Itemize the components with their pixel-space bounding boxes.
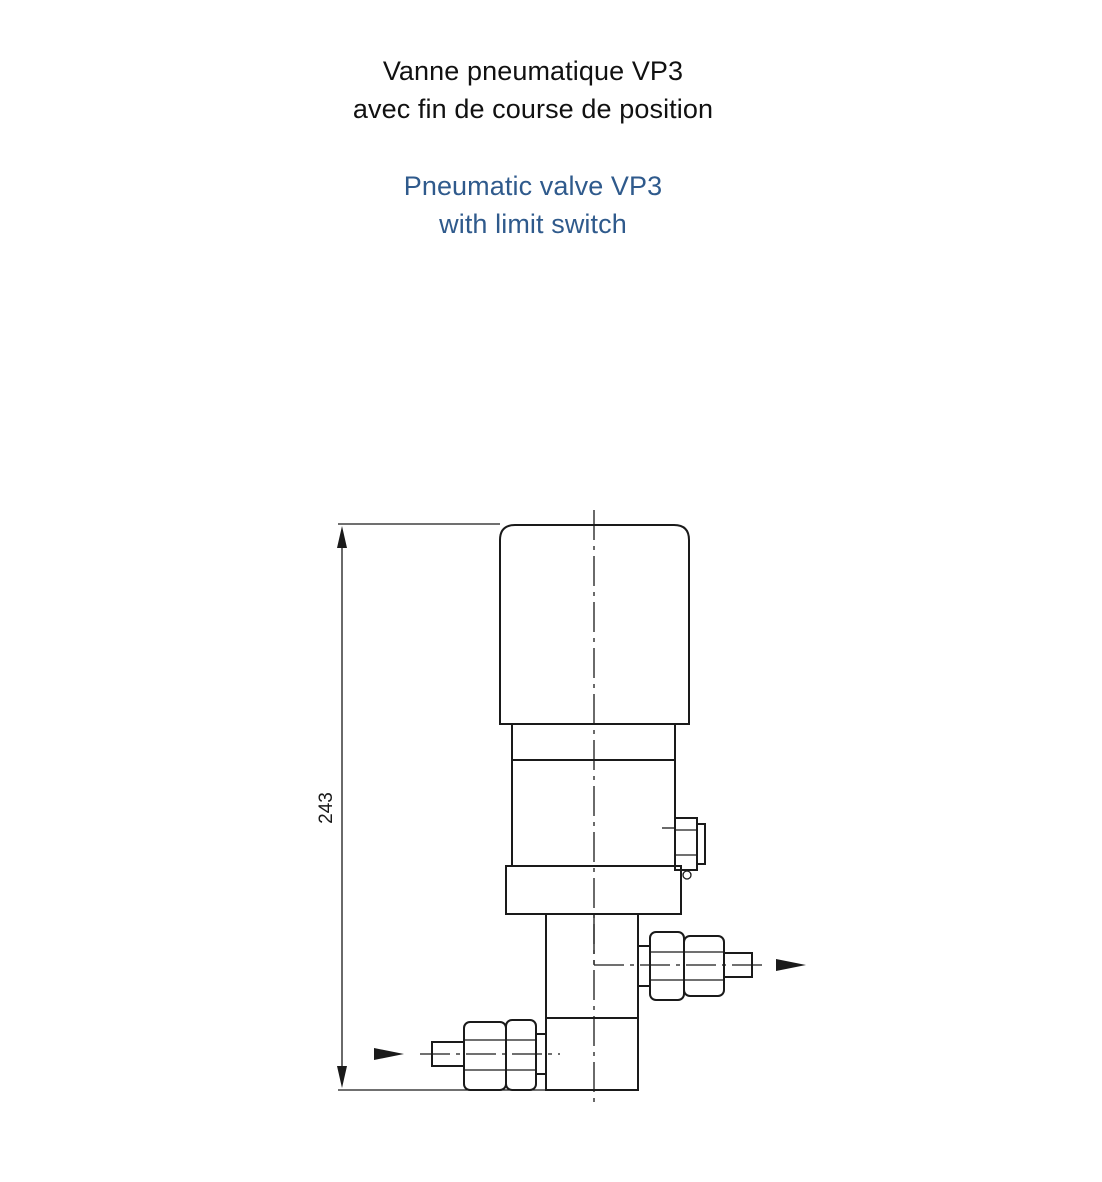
outlet-stub	[637, 945, 651, 987]
dimension-arrow-top	[337, 526, 347, 548]
dimension-arrow-bottom	[337, 1066, 347, 1088]
french-title: Vanne pneumatique VP3 avec fin de course…	[0, 52, 1066, 128]
french-title-line-1: Vanne pneumatique VP3	[382, 56, 684, 86]
valve-body-block	[545, 913, 639, 1091]
air-port-nut	[696, 823, 706, 865]
outlet-flow-arrow	[776, 959, 806, 971]
english-title-line-2: with limit switch	[439, 209, 627, 239]
valve-body	[545, 913, 639, 1091]
outlet-nut-2	[683, 935, 725, 997]
inlet-fitting	[374, 1019, 560, 1091]
english-title: Pneumatic valve VP3 with limit switch	[0, 167, 1066, 243]
outlet-fitting	[594, 931, 806, 1001]
inlet-flow-arrow	[374, 1048, 404, 1060]
actuator-cap	[499, 524, 690, 725]
english-title-line-1: Pneumatic valve VP3	[403, 171, 663, 201]
outlet-nut-1	[649, 931, 685, 1001]
air-port-circle	[682, 870, 692, 880]
inlet-nut-1	[463, 1021, 507, 1091]
french-title-line-2: avec fin de course de position	[352, 94, 714, 124]
inlet-nut-2	[505, 1019, 537, 1091]
height-dimension-label: 243	[316, 792, 337, 824]
air-port-fitting	[662, 817, 706, 880]
air-port-body	[674, 817, 698, 871]
height-dimension: 243	[316, 523, 548, 1091]
